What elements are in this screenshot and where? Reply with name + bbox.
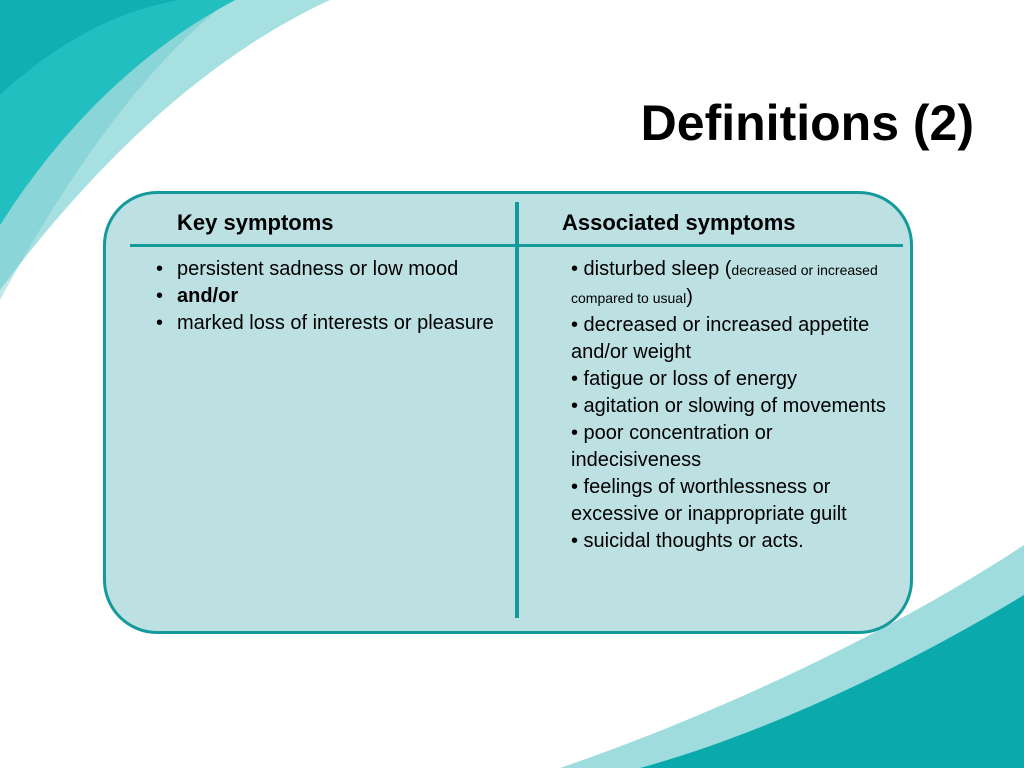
symptoms-panel: Key symptoms Associated symptoms • persi… [103,191,913,634]
assoc-item-text: • disturbed sleep ( [571,258,732,280]
header-divider [130,244,903,247]
assoc-item-text: ) [686,286,693,308]
list-item: • disturbed sleep (decreased or increase… [571,256,901,312]
key-item-text: marked loss of interests or pleasure [177,312,494,334]
bullet: • [156,285,164,307]
top-left-swoosh-band [0,0,235,225]
bullet: • [156,312,164,334]
list-item: • decreased or increased appetite and/or… [571,314,870,363]
list-item: • agitation or slowing of movements [571,395,886,417]
list-item: • persistent sadness or low mood [150,256,510,283]
slide-title: Definitions (2) [640,95,974,151]
list-item: • feelings of worthlessness or excessive… [571,476,847,525]
bullet: • [156,258,164,280]
list-item: • poor concentration or indecisiveness [571,422,773,471]
associated-symptoms-header: Associated symptoms [562,210,796,235]
bottom-right-swoosh-dark [640,595,1024,768]
list-item: • suicidal thoughts or acts. [571,530,804,552]
key-item-text: and/or [177,285,239,307]
list-item: • and/or [150,283,510,310]
list-item: • marked loss of interests or pleasure [150,310,510,337]
list-item: • fatigue or loss of energy [571,368,798,390]
key-item-text: persistent sadness or low mood [177,258,459,280]
key-symptoms-header: Key symptoms [177,210,334,235]
associated-symptoms-list: • disturbed sleep (decreased or increase… [571,256,901,555]
key-symptoms-list: • persistent sadness or low mood • and/o… [150,256,510,337]
column-divider [515,202,519,618]
assoc-item-detail: decreased or increased compared to usual [571,262,878,306]
